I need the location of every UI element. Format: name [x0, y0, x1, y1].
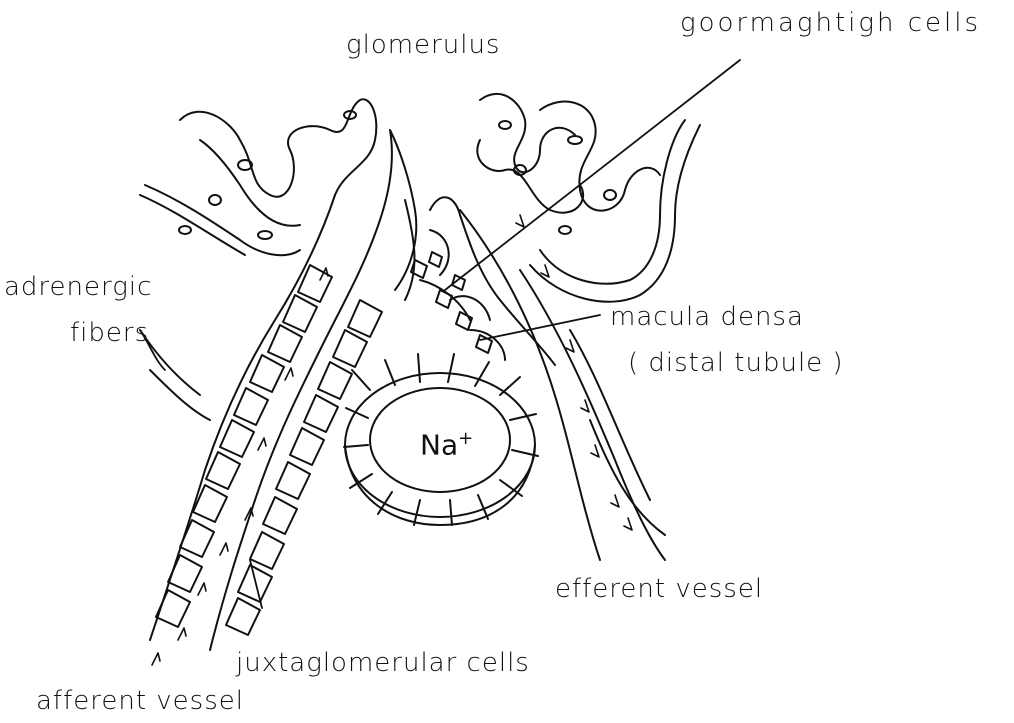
label-efferent-vessel: efferent vessel	[555, 576, 763, 602]
left-glomerulus-capillaries	[140, 99, 376, 255]
label-juxtaglomerular-cells: juxtaglomerular cells	[236, 650, 530, 676]
label-afferent-vessel: afferent vessel	[36, 688, 244, 714]
label-adrenergic: adrenergic	[4, 274, 152, 300]
right-glomerulus-capillaries	[477, 94, 700, 302]
label-glomerulus: glomerulus	[346, 32, 500, 58]
label-fibers: fibers	[70, 320, 149, 346]
afferent-flow-arrows	[152, 268, 328, 665]
label-sodium-ion: Na+	[420, 430, 473, 459]
label-macula-densa: macula densa	[610, 304, 804, 330]
leader-macula-densa	[480, 315, 600, 340]
label-goormaghtigh-cells: goormaghtigh cells	[680, 10, 981, 36]
efferent-flow-arrows	[516, 215, 632, 530]
label-distal-tubule: ( distal tubule )	[628, 350, 844, 376]
juxtaglomerular-cell-layer	[156, 265, 382, 635]
